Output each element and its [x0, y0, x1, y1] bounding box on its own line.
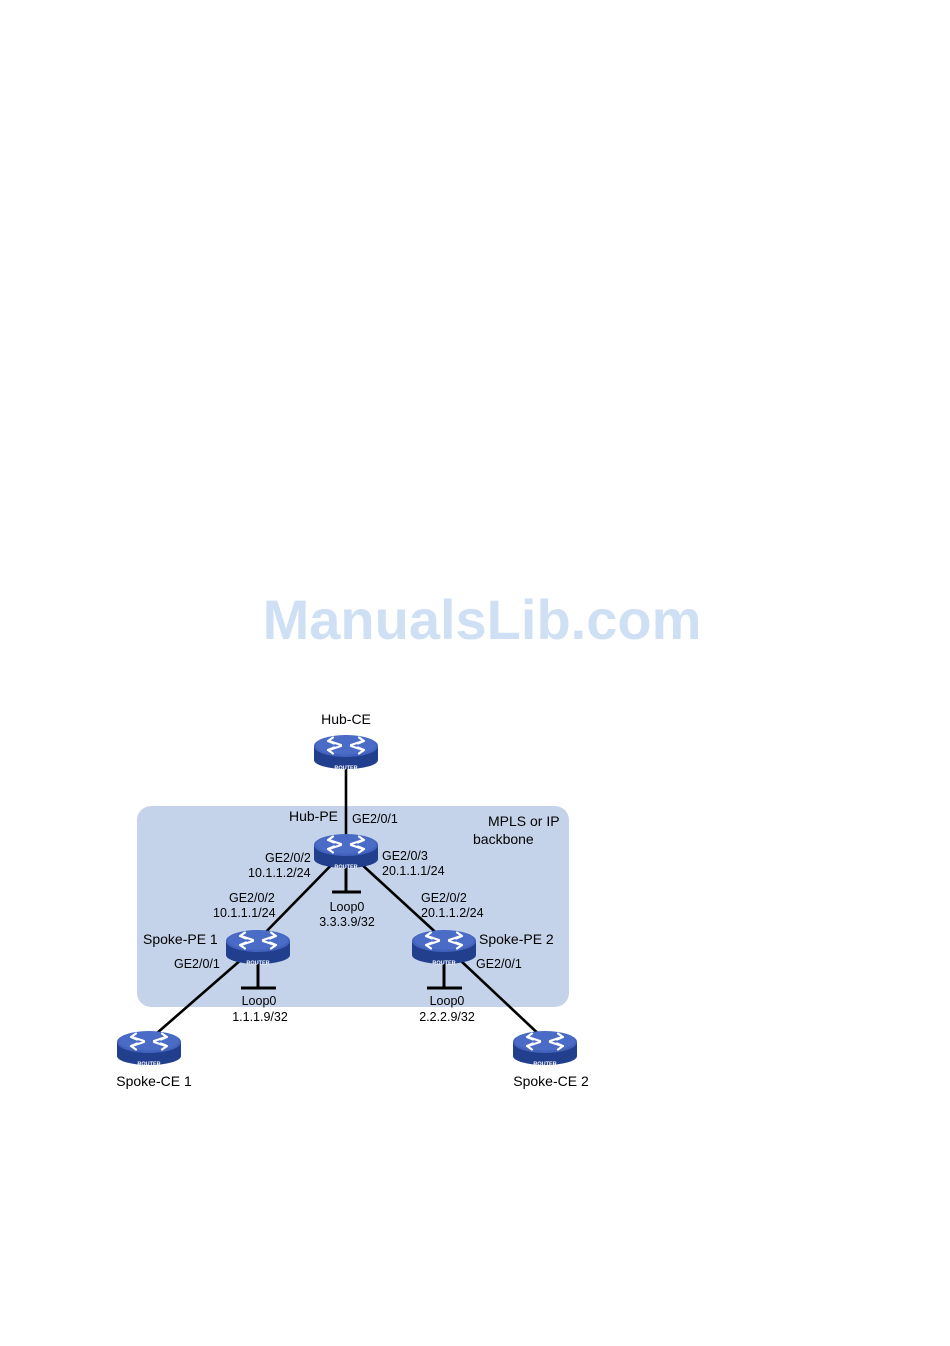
spoke-pe1-label: Spoke-PE 1 [143, 931, 218, 947]
hub-pe-right-if: GE2/0/3 [382, 849, 428, 863]
router-icon[interactable]: ROUTER [117, 1031, 181, 1068]
backbone-label-2: backbone [473, 831, 534, 847]
hub-pe-uplink-if: GE2/0/1 [352, 812, 398, 826]
spoke-ce2-label: Spoke-CE 2 [513, 1073, 589, 1089]
router-badge: ROUTER [432, 961, 455, 967]
hub-pe-right-ip: 20.1.1.1/24 [382, 864, 445, 878]
router-badge: ROUTER [137, 1062, 160, 1068]
router-icon[interactable]: ROUTER [314, 735, 378, 772]
spoke-pe1-loop-name: Loop0 [242, 994, 277, 1008]
spoke-pe1-up-ip: 10.1.1.1/24 [213, 906, 276, 920]
hub-pe-left-ip: 10.1.1.2/24 [248, 866, 311, 880]
router-icon[interactable]: ROUTER [513, 1031, 577, 1068]
spoke-pe1-down-if: GE2/0/1 [174, 957, 220, 971]
spoke-pe2-down-if: GE2/0/1 [476, 957, 522, 971]
spoke-pe2-loop-name: Loop0 [430, 994, 465, 1008]
hub-ce-label: Hub-CE [321, 711, 371, 727]
spoke-pe2-loop-ip: 2.2.2.9/32 [419, 1010, 475, 1024]
spoke-pe2-up-if: GE2/0/2 [421, 891, 467, 905]
router-badge: ROUTER [533, 1062, 556, 1068]
spoke-pe2-up-ip: 20.1.1.2/24 [421, 906, 484, 920]
hub-pe-label: Hub-PE [289, 808, 338, 824]
router-badge: ROUTER [334, 865, 357, 871]
hub-pe-left-if: GE2/0/2 [265, 851, 311, 865]
spoke-pe1-up-if: GE2/0/2 [229, 891, 275, 905]
spoke-pe2-label: Spoke-PE 2 [479, 931, 554, 947]
hub-pe-loop-name: Loop0 [330, 900, 365, 914]
hub-pe-loop-ip: 3.3.3.9/32 [319, 915, 375, 929]
spoke-pe1-loop-ip: 1.1.1.9/32 [232, 1010, 288, 1024]
backbone-label-1: MPLS or IP [488, 813, 560, 829]
router-badge: ROUTER [246, 961, 269, 967]
spoke-ce1-label: Spoke-CE 1 [116, 1073, 192, 1089]
router-icon[interactable]: ROUTER [314, 834, 378, 871]
router-icon[interactable]: ROUTER [226, 930, 290, 967]
router-badge: ROUTER [334, 766, 357, 772]
router-icon[interactable]: ROUTER [412, 930, 476, 967]
